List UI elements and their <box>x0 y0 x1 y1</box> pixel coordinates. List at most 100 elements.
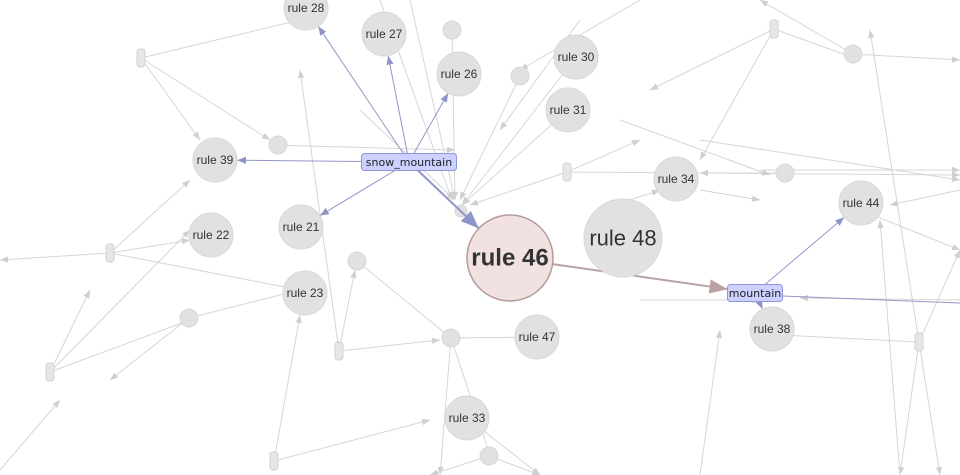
rule-26-label: rule 26 <box>441 67 478 81</box>
background-edge <box>49 229 191 373</box>
unlabeled-rule-node[interactable] <box>268 135 288 155</box>
edge-snow-mountain-to-r28 <box>317 26 404 154</box>
background-edge <box>437 337 452 475</box>
edge-mountain-to-r38 <box>755 299 764 310</box>
background-edge <box>469 171 568 206</box>
background-edge <box>619 119 771 176</box>
unlabeled-rule-node[interactable] <box>179 308 199 328</box>
background-edge <box>699 28 775 161</box>
background-edge <box>461 109 569 206</box>
unlabeled-rule-node[interactable] <box>479 446 499 466</box>
background-edge <box>0 252 111 263</box>
background-edge <box>877 219 901 475</box>
edge-snow-mountain-to-r39 <box>236 156 362 164</box>
background-edge <box>649 28 775 91</box>
background-edge <box>140 18 301 59</box>
unlabeled-rule-node[interactable] <box>775 163 795 183</box>
background-edge <box>109 238 191 254</box>
item-node-mountain[interactable]: mountain <box>727 284 783 302</box>
unlabeled-item-node[interactable] <box>914 332 924 352</box>
rule-node-28[interactable]: rule 28 <box>283 0 329 31</box>
rule-21-label: rule 21 <box>283 220 320 234</box>
background-edge <box>566 139 641 173</box>
background-edge <box>699 189 761 202</box>
background-edge <box>273 418 431 462</box>
rule-46-label: rule 46 <box>471 245 548 272</box>
background-edge <box>699 329 723 475</box>
background-edge <box>779 332 920 343</box>
rule-38-label: rule 38 <box>754 322 791 336</box>
unlabeled-item-node[interactable] <box>562 162 572 182</box>
background-edge <box>140 57 201 141</box>
rule-node-33[interactable]: rule 33 <box>444 395 490 441</box>
rule-34-label: rule 34 <box>658 172 695 186</box>
rule-node-39[interactable]: rule 39 <box>192 137 238 183</box>
rule-node-48[interactable]: rule 48 <box>583 198 663 278</box>
background-edge <box>140 57 271 141</box>
rule-node-26[interactable]: rule 26 <box>436 51 482 97</box>
background-edge <box>852 53 960 63</box>
unlabeled-rule-node[interactable] <box>347 251 367 271</box>
unlabeled-rule-node[interactable] <box>441 328 461 348</box>
rule-node-22[interactable]: rule 22 <box>188 212 234 258</box>
rule-node-31[interactable]: rule 31 <box>545 87 591 133</box>
background-edge <box>429 455 490 475</box>
edge-snow-mountain-to-r27 <box>386 55 408 154</box>
rule-node-23[interactable]: rule 23 <box>282 270 328 316</box>
unlabeled-item-node[interactable] <box>45 362 55 382</box>
rule-47-label: rule 47 <box>519 330 556 344</box>
rule-node-44[interactable]: rule 44 <box>838 180 884 226</box>
background-edge <box>109 179 191 254</box>
rule-28-label: rule 28 <box>288 1 325 15</box>
unlabeled-item-node[interactable] <box>105 243 115 263</box>
rule-30-label: rule 30 <box>558 50 595 64</box>
unlabeled-item-node[interactable] <box>269 451 279 471</box>
rule-node-34[interactable]: rule 34 <box>653 156 699 202</box>
rule-node-27[interactable]: rule 27 <box>361 11 407 57</box>
background-edge <box>699 139 960 182</box>
edge-snow-mountain-to-r46 <box>417 169 480 230</box>
background-edge <box>338 337 441 352</box>
edge-snow-mountain-to-r21 <box>319 170 396 217</box>
background-edge <box>109 317 190 381</box>
item-node-snow-mountain[interactable]: snow_mountain <box>361 153 457 171</box>
unlabeled-item-node[interactable] <box>334 341 344 361</box>
background-edge <box>269 144 456 153</box>
rule-node-38[interactable]: rule 38 <box>749 306 795 352</box>
background-edge <box>459 75 521 201</box>
edge-mountain-offscreen <box>782 295 960 304</box>
unlabeled-rule-node[interactable] <box>843 44 863 64</box>
edge-r46-to-mountain <box>552 263 728 294</box>
background-edge <box>0 399 61 471</box>
rule-23-label: rule 23 <box>287 286 324 300</box>
background-edge <box>897 341 920 475</box>
rule-node-47[interactable]: rule 47 <box>514 314 560 360</box>
unlabeled-item-node[interactable] <box>769 19 779 39</box>
background-edge <box>799 294 960 302</box>
background-edge <box>918 341 942 475</box>
background-edge <box>297 69 340 352</box>
rule-22-label: rule 22 <box>193 228 230 242</box>
highlighted-edges <box>236 26 960 310</box>
unlabeled-rule-node[interactable] <box>510 66 530 86</box>
unlabeled-item-node[interactable] <box>136 48 146 68</box>
background-edge <box>273 314 302 462</box>
background-edge <box>889 189 960 207</box>
background-edge <box>338 269 357 352</box>
background-edge <box>868 29 920 343</box>
rule-48-label: rule 48 <box>589 226 656 251</box>
edge-snow-mountain-to-r26 <box>413 92 449 154</box>
rule-node-21[interactable]: rule 21 <box>278 204 324 250</box>
background-edge <box>188 288 301 319</box>
rule-44-label: rule 44 <box>843 196 880 210</box>
rule-node-30[interactable]: rule 30 <box>553 34 599 80</box>
background-edge <box>356 260 452 339</box>
rule-node-46[interactable]: rule 46 <box>466 214 554 302</box>
unlabeled-rule-node[interactable] <box>442 20 462 40</box>
background-edge <box>109 252 301 292</box>
background-edge <box>49 319 191 373</box>
background-edge <box>759 0 854 55</box>
background-edge <box>461 56 577 206</box>
